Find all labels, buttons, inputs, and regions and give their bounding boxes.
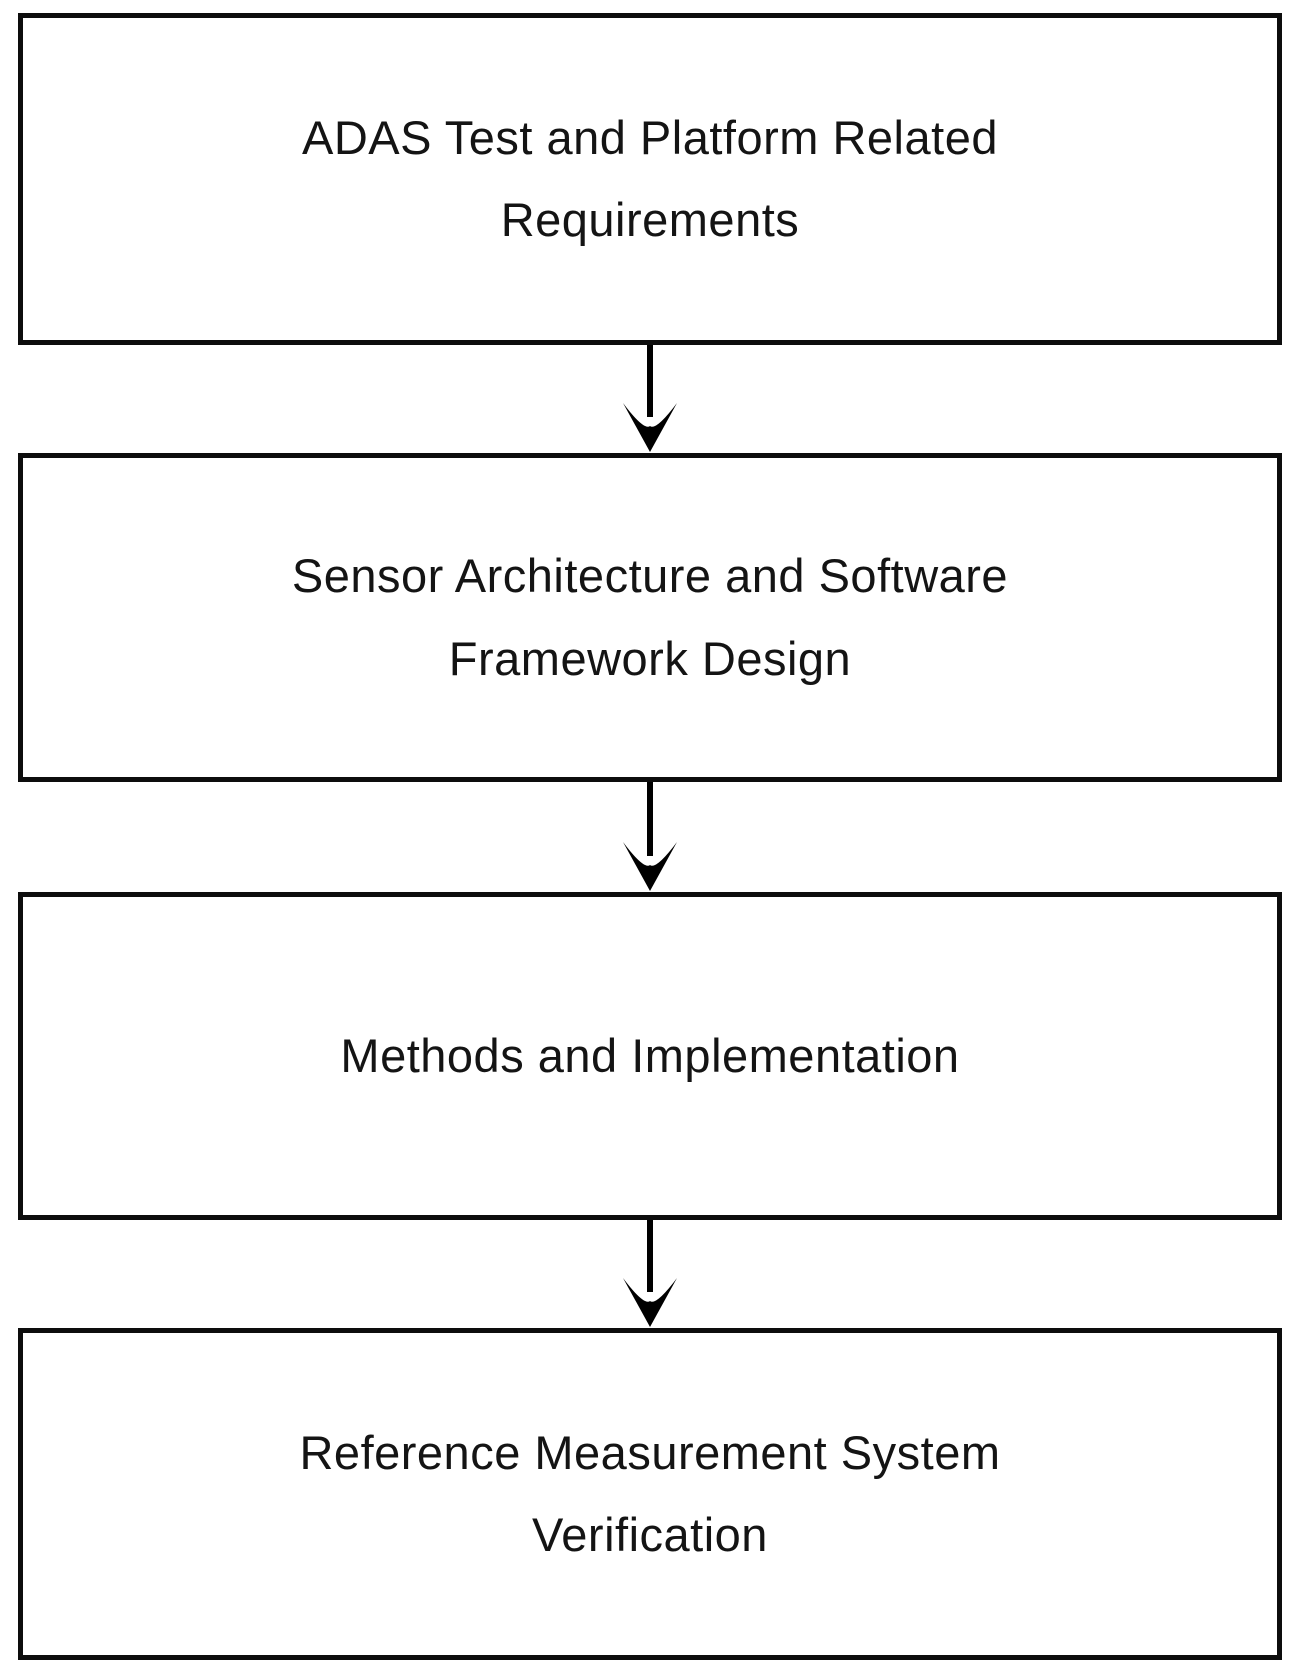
- flow-node-architecture: Sensor Architecture and Software Framewo…: [18, 453, 1282, 782]
- arrow-down-icon: [620, 345, 680, 453]
- arrow-down-icon: [620, 782, 680, 892]
- flow-node-label: Sensor Architecture and Software Framewo…: [291, 549, 1009, 685]
- flow-node-verification: Reference Measurement System Verificatio…: [18, 1328, 1282, 1660]
- flow-node-requirements: ADAS Test and Platform Related Requireme…: [18, 13, 1282, 345]
- flow-node-methods: Methods and Implementation: [18, 892, 1282, 1220]
- flow-node-label: Reference Measurement System Verificatio…: [299, 1425, 1001, 1561]
- flow-node-label: Methods and Implementation: [340, 1028, 960, 1082]
- arrow-down-icon: [620, 1220, 680, 1328]
- flow-node-label: ADAS Test and Platform Related Requireme…: [302, 110, 998, 246]
